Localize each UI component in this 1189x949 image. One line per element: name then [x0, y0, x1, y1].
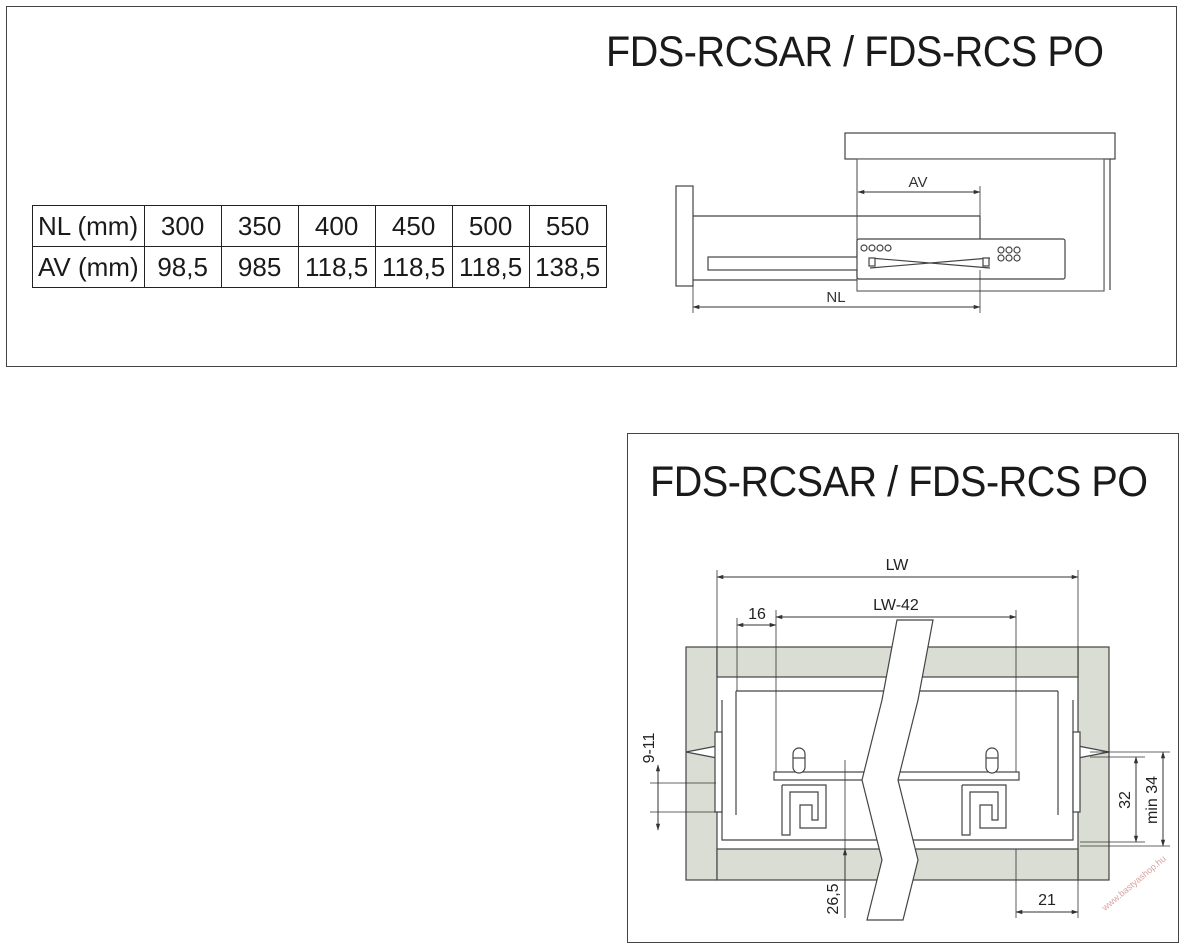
- table-cell: 118,5: [451, 246, 530, 288]
- dim-9-11-label: 9-11: [641, 732, 658, 763]
- lw-label: LW: [886, 557, 910, 574]
- row-label-av: AV (mm): [32, 246, 145, 288]
- table-cell: 450: [374, 205, 453, 247]
- cabinet-left-wall: [685, 646, 718, 881]
- table-cell: 98,5: [143, 246, 222, 288]
- bottom-title: FDS-RCSAR / FDS-RCS PO: [650, 458, 1148, 506]
- runner-housing: [856, 238, 1066, 280]
- table-cell: 550: [528, 205, 607, 247]
- table-cell: 985: [220, 246, 299, 288]
- table-cell: 118,5: [297, 246, 376, 288]
- table-row-av: AV (mm) 98,5 985 118,5 118,5 118,5 138,5: [32, 246, 607, 288]
- dim-32-label: 32: [1117, 791, 1134, 809]
- lw-42-label: LW-42: [873, 597, 919, 614]
- row-label-nl: NL (mm): [32, 205, 145, 247]
- section-break: [861, 619, 934, 921]
- dimension-lines: [650, 570, 1170, 918]
- drawer-front: [675, 185, 694, 287]
- cabinet-top-board: [844, 132, 1116, 160]
- av-dimension-label: AV: [909, 174, 928, 191]
- cross-section-view: [685, 619, 1110, 921]
- nl-av-table: NL (mm) 300 350 400 450 500 550 AV (mm) …: [32, 205, 607, 288]
- left-clip: [781, 784, 827, 836]
- table-cell: 138,5: [528, 246, 607, 288]
- dim-21-label: 21: [1038, 892, 1056, 909]
- dim-16-label: 16: [748, 606, 766, 623]
- nl-dimension-label: NL: [826, 289, 845, 306]
- drawer-side-view: [675, 132, 1116, 313]
- top-title: FDS-RCSAR / FDS-RCS PO: [606, 28, 1104, 76]
- cabinet-right-wall: [1077, 646, 1110, 881]
- dim-26-5-label: 26,5: [825, 883, 842, 914]
- table-cell: 118,5: [374, 246, 453, 288]
- table-cell: 300: [143, 205, 222, 247]
- right-clip: [961, 784, 1007, 836]
- dim-min34-label: min 34: [1144, 776, 1161, 824]
